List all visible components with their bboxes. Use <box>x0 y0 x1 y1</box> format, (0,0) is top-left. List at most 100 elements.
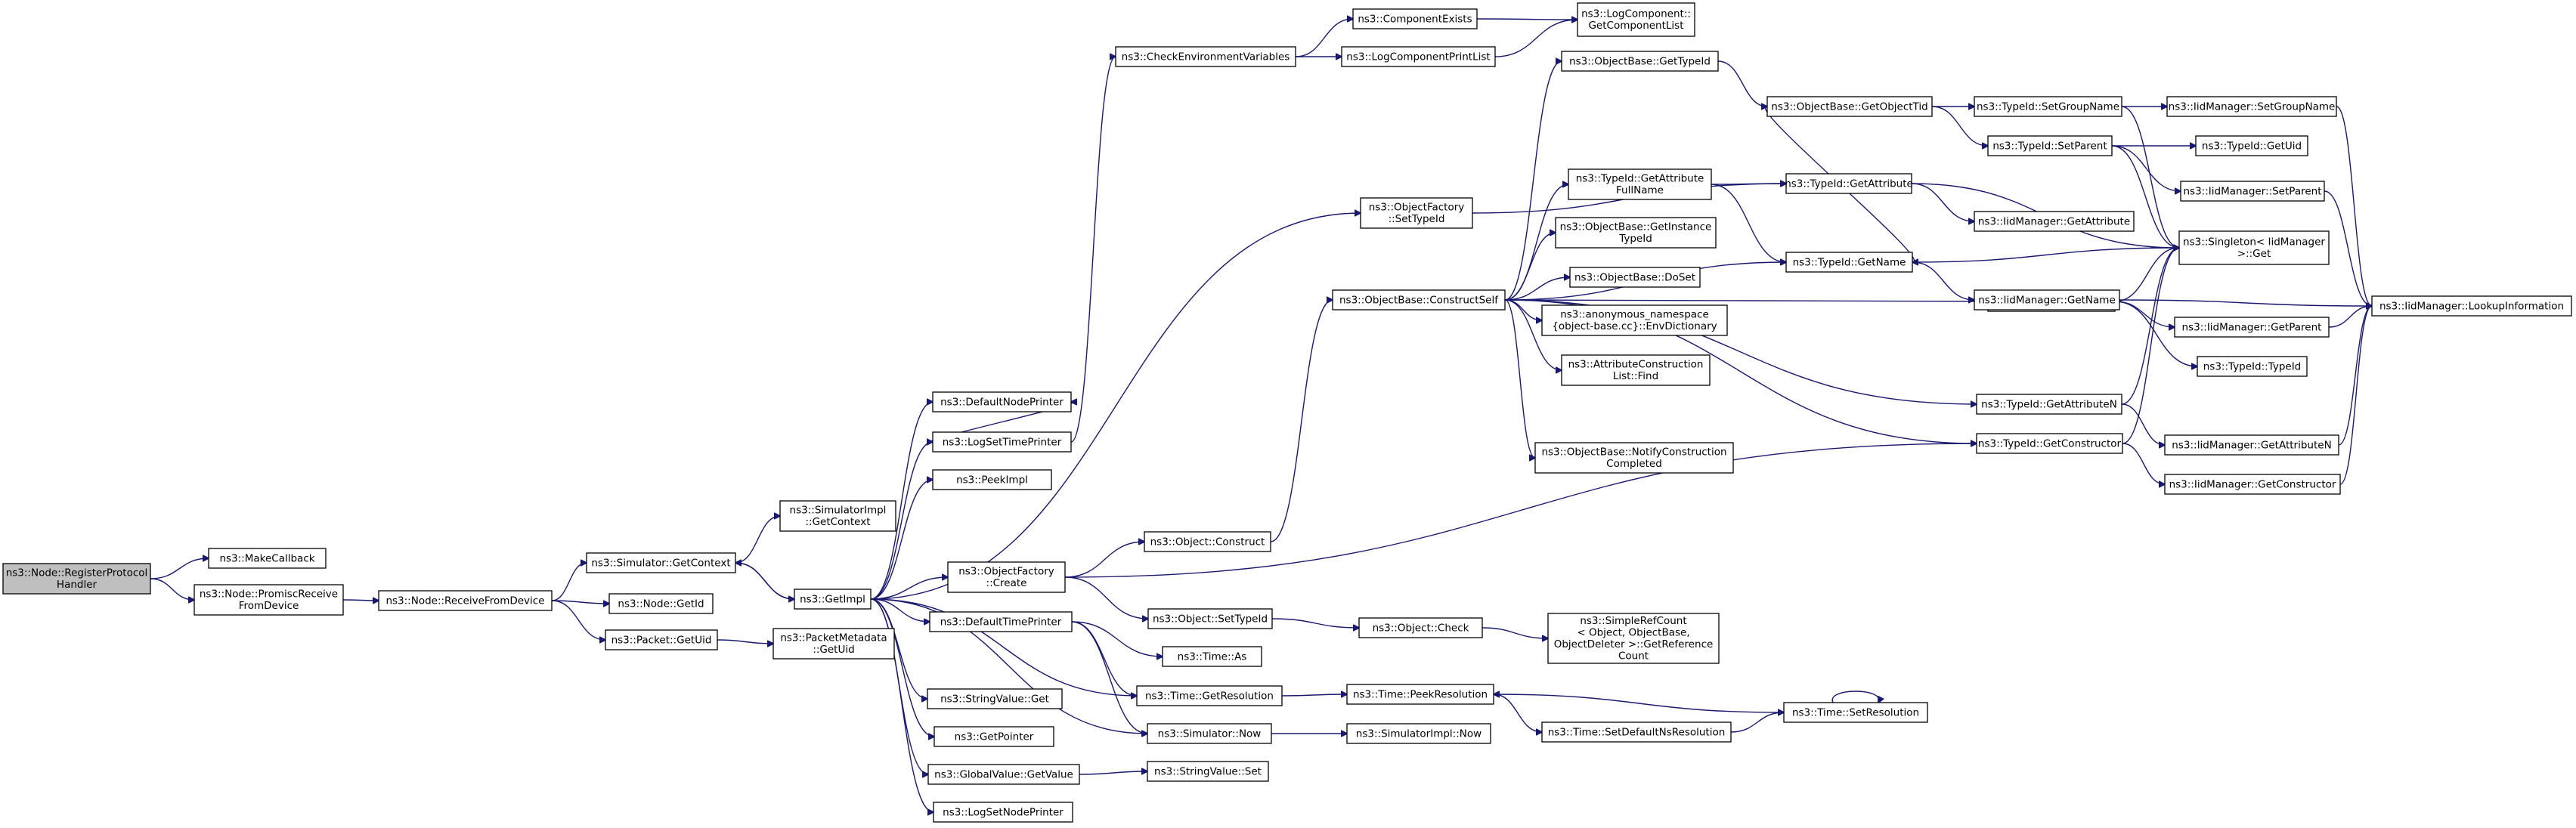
node-box <box>1541 721 1732 743</box>
call-edge-objbaseconstruct-to-obgettypeid <box>1504 61 1562 301</box>
call-edge-getimpl-to-logsetnode <box>870 598 933 812</box>
function-node-tidgetattr[interactable]: ns3::TypeId::GetAttribute <box>1785 173 1913 194</box>
call-edge-logcompprint-to-logcompget <box>1494 20 1577 57</box>
node-box <box>932 469 1052 490</box>
node-label: >::Get <box>2237 248 2271 260</box>
function-node-logcompprint[interactable]: ns3::LogComponentPrintList <box>1341 46 1496 67</box>
function-node-strvalget[interactable]: ns3::StringValue::Get <box>927 688 1063 709</box>
function-node-iidgetcons[interactable]: ns3::IidManager::GetConstructor <box>2164 474 2341 495</box>
function-node-tidgetcons[interactable]: ns3::TypeId::GetConstructor <box>1976 433 2123 454</box>
node-box <box>2371 295 2572 317</box>
function-node-obgetobjtid[interactable]: ns3::ObjectBase::GetObjectTid <box>1766 96 1933 117</box>
node-box <box>1547 613 1720 664</box>
function-node-tidgetattrn[interactable]: ns3::TypeId::GetAttributeN <box>1976 394 2122 415</box>
function-node-objfactcreate[interactable]: ns3::ObjectFactory::Create <box>947 561 1066 593</box>
function-node-timegetres[interactable]: ns3::Time::GetResolution <box>1136 685 1283 706</box>
function-node-logsettime[interactable]: ns3::LogSetTimePrinter <box>932 431 1072 453</box>
node-box <box>2174 317 2330 338</box>
function-node-getpointer[interactable]: ns3::GetPointer <box>933 726 1054 747</box>
function-node-iidsetgroup[interactable]: ns3::IidManager::SetGroupName <box>2166 96 2337 117</box>
function-node-simnow[interactable]: ns3::Simulator::Now <box>1147 723 1272 744</box>
function-node-tidgetuid[interactable]: ns3::TypeId::GetUid <box>2195 135 2308 156</box>
node-label: ns3::TypeId::GetUid <box>2202 140 2302 152</box>
call-edge-getimpl-to-timegetres <box>870 598 1137 696</box>
function-node-iidgetname[interactable]: ns3::IidManager::GetName <box>1974 289 2120 310</box>
function-node-deftimeprn[interactable]: ns3::DefaultTimePrinter <box>929 611 1073 632</box>
node-label: ns3::Simulator::Now <box>1158 728 1262 740</box>
function-node-makecb[interactable]: ns3::MakeCallback <box>208 548 327 569</box>
node-label: ns3::LogSetTimePrinter <box>943 436 1062 448</box>
function-node-tidtypeid[interactable]: ns3::TypeId::TypeId <box>2197 356 2308 377</box>
function-node-timesetres[interactable]: ns3::Time::SetResolution <box>1783 702 1928 723</box>
function-node-strvalset[interactable]: ns3::StringValue::Set <box>1147 761 1269 782</box>
function-node-iidgetparent[interactable]: ns3::IidManager::GetParent <box>2174 317 2330 338</box>
function-node-pktgetuid[interactable]: ns3::Packet::GetUid <box>605 629 718 650</box>
function-node-simimplnow[interactable]: ns3::SimulatorImpl::Now <box>1346 723 1491 744</box>
node-label: List::Find <box>1613 370 1658 382</box>
function-node-iidlookup[interactable]: ns3::IidManager::LookupInformation <box>2371 295 2572 317</box>
function-node-peekimpl[interactable]: ns3::PeekImpl <box>932 469 1052 490</box>
function-node-singleton[interactable]: ns3::Singleton< IidManager>::Get <box>2178 230 2330 265</box>
node-label: ns3::IidManager::GetName <box>1978 294 2116 306</box>
node-box <box>1147 723 1272 744</box>
function-node-objconstruct[interactable]: ns3::Object::Construct <box>1144 531 1271 552</box>
function-node-simplerefcount[interactable]: ns3::SimpleRefCount< Object, ObjectBase,… <box>1547 613 1720 664</box>
node-box <box>933 802 1073 823</box>
function-node-defnodeprn[interactable]: ns3::DefaultNodePrinter <box>932 391 1072 412</box>
function-node-iidgetattr[interactable]: ns3::IidManager::GetAttribute <box>1974 211 2135 232</box>
node-label: ns3::SimulatorImpl::Now <box>1356 728 1482 740</box>
call-edge-tidgetattrfull-to-tidgetname <box>1711 184 1786 262</box>
function-node-checkenv[interactable]: ns3::CheckEnvironmentVariables <box>1115 46 1296 67</box>
call-edge-tidgetattrn-to-singleton <box>2121 248 2179 405</box>
function-node-objfactsettid[interactable]: ns3::ObjectFactory::SetTypeId <box>1360 197 1473 229</box>
function-node-timepeekres[interactable]: ns3::Time::PeekResolution <box>1346 684 1494 705</box>
node-box <box>2197 356 2308 377</box>
node-label: ns3::TypeId::SetGroupName <box>1977 100 2119 113</box>
call-edge-iidsetgroup-to-iidlookup <box>2336 106 2372 306</box>
function-node-timeas[interactable]: ns3::Time::As <box>1162 646 1262 667</box>
function-node-objcheck[interactable]: ns3::Object::Check <box>1358 617 1483 638</box>
function-node-getctx[interactable]: ns3::Simulator::GetContext <box>586 552 736 573</box>
function-node-objbaseconstruct[interactable]: ns3::ObjectBase::ConstructSelf <box>1332 289 1506 310</box>
node-label: ns3::ObjectBase::ConstructSelf <box>1339 294 1499 306</box>
node-box <box>608 593 714 614</box>
function-node-obgettypeid[interactable]: ns3::ObjectBase::GetTypeId <box>1561 51 1719 72</box>
call-edge-tidgetcons-to-singleton <box>2122 248 2179 444</box>
function-node-obdoset[interactable]: ns3::ObjectBase::DoSet <box>1569 267 1701 288</box>
function-node-getimpl[interactable]: ns3::GetImpl <box>794 589 872 610</box>
function-node-nodegetid[interactable]: ns3::Node::GetId <box>608 593 714 614</box>
function-node-compexists[interactable]: ns3::ComponentExists <box>1352 8 1478 29</box>
function-node-tidgetname[interactable]: ns3::TypeId::GetName <box>1785 252 1913 273</box>
node-label: ns3::Time::As <box>1178 650 1247 663</box>
function-node-simimplctx[interactable]: ns3::SimulatorImpl::GetContext <box>779 500 896 532</box>
call-edge-getimpl-to-objfactcreate <box>870 577 948 600</box>
node-box <box>378 590 553 611</box>
node-box <box>1541 304 1728 336</box>
function-node-tidsetgroup[interactable]: ns3::TypeId::SetGroupName <box>1974 96 2122 117</box>
function-node-iidgetattrn[interactable]: ns3::IidManager::GetAttributeN <box>2164 434 2339 456</box>
node-box <box>1783 702 1928 723</box>
function-node-globalval[interactable]: ns3::GlobalValue::GetValue <box>927 764 1080 785</box>
call-edge-tidgetname-to-iidgetname <box>1912 261 1974 300</box>
node-box <box>929 611 1073 632</box>
call-edge-root-to-promisc <box>150 578 194 600</box>
function-node-obnotify[interactable]: ns3::ObjectBase::NotifyConstructionCompl… <box>1534 442 1734 474</box>
function-node-logcompget[interactable]: ns3::LogComponent::GetComponentList <box>1577 2 1695 37</box>
node-box <box>947 561 1066 593</box>
node-label: ns3::Packet::GetUid <box>611 634 712 646</box>
function-node-objsettypeid[interactable]: ns3::Object::SetTypeId <box>1147 608 1273 629</box>
function-node-iidsetparent[interactable]: ns3::IidManager::SetParent <box>2180 181 2325 202</box>
call-edge-objsettypeid-to-objcheck <box>1271 618 1359 628</box>
function-node-recvdev[interactable]: ns3::Node::ReceiveFromDevice <box>378 590 553 611</box>
function-node-logsetnode[interactable]: ns3::LogSetNodePrinter <box>933 802 1073 823</box>
function-node-tidsetparent[interactable]: ns3::TypeId::SetParent <box>1987 135 2113 156</box>
node-box <box>1568 168 1712 200</box>
function-node-timesetdefns[interactable]: ns3::Time::SetDefaultNsResolution <box>1541 721 1732 743</box>
function-node-anonenv[interactable]: ns3::anonymous_namespace{object-base.cc}… <box>1541 304 1728 336</box>
function-node-pktmeta[interactable]: ns3::PacketMetadata::GetUid <box>772 628 895 660</box>
